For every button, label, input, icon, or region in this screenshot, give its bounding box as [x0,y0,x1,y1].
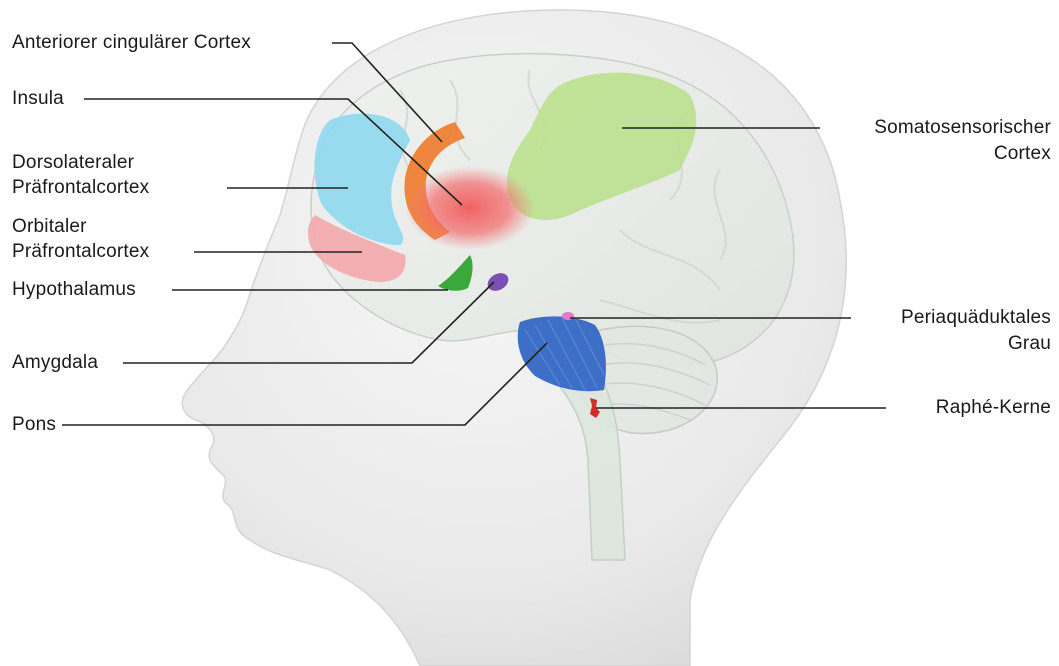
label-anterior-cingulate: Anteriorer cingulärer Cortex [12,31,251,55]
label-amygdala: Amygdala [12,351,98,375]
label-pag-line2: Grau [1008,332,1051,356]
label-somatosensory-line2: Cortex [994,142,1051,166]
label-pag-line1: Periaquäduktales [901,306,1051,330]
label-raphe: Raphé-Kerne [936,396,1051,420]
label-dlpfc-line1: Dorsolateraler [12,151,134,175]
label-pons: Pons [12,413,56,437]
label-hypothalamus: Hypothalamus [12,278,136,302]
label-somatosensory-line1: Somatosensorischer [874,116,1051,140]
label-ofc-line2: Präfrontalcortex [12,240,149,264]
label-dlpfc-line2: Präfrontalcortex [12,176,149,200]
insula-region [405,166,535,250]
label-insula: Insula [12,87,64,111]
label-ofc-line1: Orbitaler [12,215,87,239]
